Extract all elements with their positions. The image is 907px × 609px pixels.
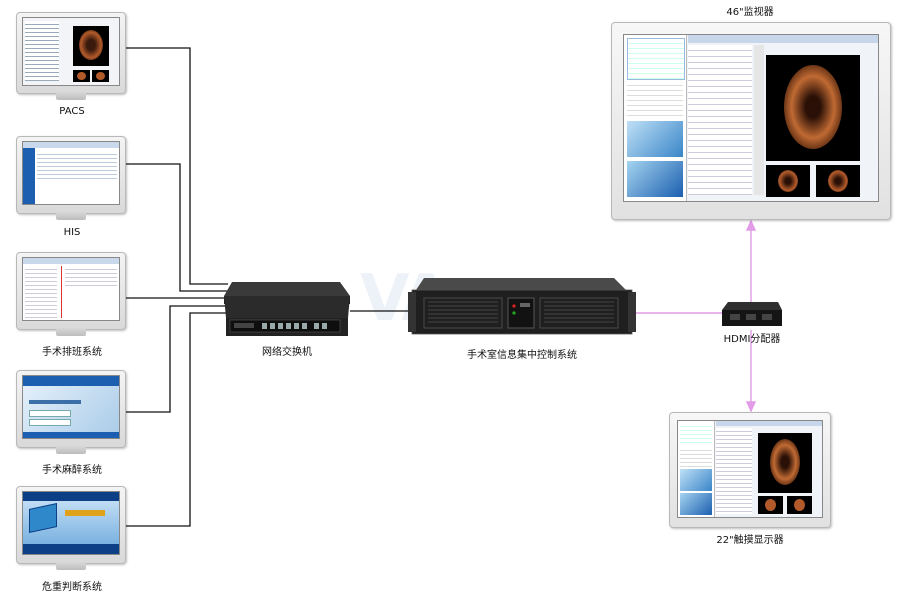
wire-critical [125,312,228,527]
hdmi-splitter-device [720,300,784,330]
hdmi-arrow-up [745,219,757,231]
label-network-switch: 网络交换机 [262,347,312,358]
monitor-46 [611,22,893,222]
label-monitor-22: 22"触摸显示器 [716,535,784,546]
network-switch-device [222,280,352,340]
label-anesthesia: 手术麻醉系统 [42,465,102,476]
hdmi-arrow-down [745,401,757,413]
label-critical: 危重判断系统 [42,582,102,593]
wire-anesthesia [125,305,228,413]
label-his: HIS [63,227,81,238]
label-pacs: PACS [59,106,85,117]
monitor-pacs [16,12,126,104]
control-server-device [408,276,636,338]
label-surgery-schedule: 手术排班系统 [42,347,102,358]
wire-pacs [125,47,228,285]
monitor-surgery-schedule [16,252,126,342]
monitor-22-touch [669,412,833,530]
label-control-system: 手术室信息集中控制系统 [467,350,577,361]
wire-his [125,163,228,292]
monitor-critical [16,486,126,576]
monitor-his [16,136,126,226]
label-hdmi-splitter: HDMI分配器 [723,334,781,345]
label-monitor-46: 46"监视器 [726,7,774,18]
monitor-anesthesia [16,370,126,460]
